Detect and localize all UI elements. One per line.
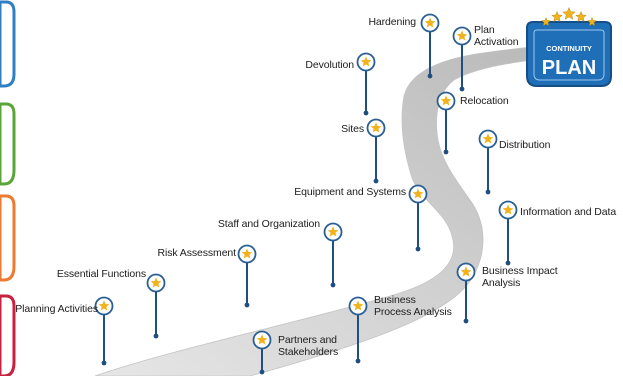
star-icon <box>456 30 468 41</box>
star-icon <box>256 334 268 345</box>
badge-shield <box>526 21 612 87</box>
pin-business-impact-analysis <box>456 262 476 324</box>
pin-information-and-data <box>498 200 518 266</box>
badge-line2: PLAN <box>542 57 596 79</box>
star-icon <box>150 277 162 288</box>
pin-equipment-and-systems <box>408 184 428 252</box>
star-icon <box>360 56 372 67</box>
badge-line1: CONTINUITY <box>546 44 592 53</box>
label-business-impact-analysis: Business Impact Analysis <box>482 265 558 289</box>
star-icon <box>98 300 110 311</box>
star-icon <box>541 16 551 27</box>
label-distribution: Distribution <box>499 139 551 151</box>
continuity-plan-badge: CONTINUITY PLAN <box>526 6 612 87</box>
pin-base <box>485 189 491 195</box>
badge-inner <box>533 29 605 81</box>
pin-hardening <box>420 13 440 79</box>
label-sites: Sites <box>341 123 364 135</box>
pin-business-process-analysis <box>348 296 368 364</box>
label-essential-functions: Essential Functions <box>56 268 146 280</box>
star-icon <box>440 95 452 106</box>
star-icon <box>460 266 472 277</box>
pin-base <box>443 149 449 155</box>
label-equipment-and-systems: Equipment and Systems <box>294 186 406 198</box>
label-business-process-analysis: Business Process Analysis <box>374 294 452 318</box>
star-icon <box>370 122 382 133</box>
pin-relocation <box>436 91 456 155</box>
milestone-pins <box>94 13 518 375</box>
star-icon <box>587 16 597 27</box>
star-icon <box>424 17 436 28</box>
pin-base <box>101 360 107 366</box>
label-staff-and-organization: Staff and Organization <box>217 218 320 230</box>
pin-plan-activation <box>452 26 472 92</box>
left-tab-green <box>0 102 16 186</box>
label-devolution: Devolution <box>305 59 354 71</box>
pin-devolution <box>356 52 376 116</box>
star-icon <box>352 300 364 311</box>
star-icon <box>241 248 253 259</box>
pin-risk-assessment <box>237 244 257 308</box>
left-tab-orange <box>0 194 16 282</box>
pin-sites <box>366 118 386 184</box>
pin-base <box>505 260 511 266</box>
pin-base <box>355 358 361 364</box>
badge-stars <box>541 6 597 27</box>
label-hardening: Hardening <box>368 16 416 28</box>
road <box>94 45 546 377</box>
star-icon <box>551 10 563 22</box>
pin-distribution <box>478 129 498 195</box>
star-icon <box>575 10 587 22</box>
pin-base <box>415 246 421 252</box>
pin-base <box>363 110 369 116</box>
pin-base <box>427 73 433 79</box>
pin-base <box>153 333 159 339</box>
pin-base <box>330 282 336 288</box>
label-planning-activities: Planning Activities <box>15 303 98 315</box>
label-partners-and-stakeholders: Partners and Stakeholders <box>278 334 339 358</box>
label-plan-activation: Plan Activation <box>474 24 519 48</box>
star-icon <box>502 204 514 215</box>
pin-base <box>463 318 469 324</box>
star-icon <box>482 133 494 144</box>
pin-base <box>244 302 250 308</box>
star-icon <box>327 226 339 237</box>
pin-essential-functions <box>146 273 166 339</box>
star-icon <box>412 188 424 199</box>
label-risk-assessment: Risk Assessment <box>157 247 237 259</box>
pin-base <box>459 86 465 92</box>
pin-planning-activities <box>94 296 114 366</box>
pin-base <box>259 369 265 375</box>
left-tab-blue <box>0 0 16 88</box>
label-information-and-data: Information and Data <box>520 206 617 218</box>
pin-base <box>373 178 379 184</box>
star-icon <box>562 6 576 20</box>
label-relocation: Relocation <box>460 95 509 107</box>
pin-partners-and-stakeholders <box>252 330 272 375</box>
pin-staff-and-organization <box>323 222 343 288</box>
